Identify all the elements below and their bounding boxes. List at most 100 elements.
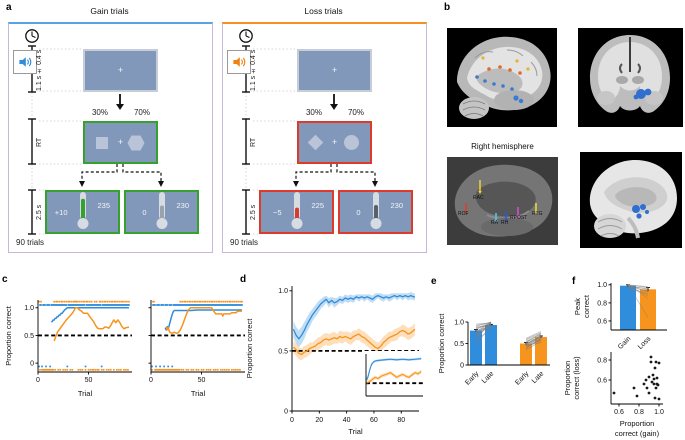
timeline — [28, 45, 36, 235]
svg-text:0: 0 — [36, 377, 40, 384]
stimulus-duration-label: 1.1 s ± 0.4 s — [250, 49, 257, 91]
svg-text:20: 20 — [315, 417, 323, 424]
right-hemisphere-caption: Right hemisphere — [471, 142, 534, 151]
svg-text:50: 50 — [85, 377, 93, 384]
fixation-cross: + — [117, 64, 124, 75]
audio-cue-box — [13, 50, 37, 74]
svg-text:Early: Early — [514, 370, 531, 387]
outcome-duration-label: 2.5 s — [250, 204, 257, 220]
svg-text:1.0: 1.0 — [24, 305, 34, 312]
svg-text:correct: correct — [582, 294, 591, 318]
thermometer-icon — [72, 190, 94, 235]
points-total: 235 — [97, 200, 111, 210]
blue-electrode-dots — [475, 75, 524, 104]
choice-screen: + — [297, 121, 372, 164]
svg-text:Trial: Trial — [348, 427, 363, 436]
panel-label-e: e — [431, 276, 437, 287]
mri-sagittal-electrodes-image — [447, 28, 557, 127]
svg-text:0.8: 0.8 — [634, 409, 644, 416]
yellow-electrode-dots — [481, 56, 530, 71]
choice-fixation-cross: + — [117, 136, 124, 147]
circle-stimulus — [344, 135, 359, 150]
points-change: 0 — [142, 207, 147, 217]
gain-trial-schematic: 1.1 s ± 0.4 s RT 2.5 s + 30% 70% + +10 2… — [8, 22, 213, 253]
svg-text:0.6: 0.6 — [597, 318, 607, 325]
orange-electrode-dots — [487, 65, 522, 75]
svg-text:correct (loss): correct (loss) — [572, 356, 581, 400]
points-total: 230 — [176, 200, 190, 210]
svg-text:Proportion correct: Proportion correct — [245, 318, 254, 379]
win-outcome-screen: +10 235 — [45, 190, 120, 234]
fixation-cross: + — [331, 64, 338, 75]
panel-label-d: d — [240, 274, 247, 285]
amygdala-cluster-blob — [633, 88, 652, 100]
points-change: +10 — [54, 207, 68, 217]
trial-count: 90 trials — [230, 238, 259, 247]
no-loss-outcome-screen: 0 230 — [338, 190, 413, 234]
midline-blue-blobs — [632, 204, 649, 219]
thermometer-icon — [151, 190, 173, 235]
speaker-icon — [19, 57, 32, 67]
trial-count: 90 trials — [16, 238, 45, 247]
svg-text:Proportion: Proportion — [563, 361, 572, 396]
loss-trial-schematic: 1.1 s ± 0.4 s RT 2.5 s + 30% 70% + −5 22… — [222, 22, 427, 253]
svg-text:0: 0 — [284, 408, 288, 415]
svg-text:Trial: Trial — [191, 389, 206, 398]
svg-text:80: 80 — [397, 417, 405, 424]
svg-text:Late: Late — [481, 370, 496, 385]
svg-text:RH: RH — [501, 220, 509, 226]
loss-trials-title: Loss trials — [304, 6, 343, 16]
svg-text:0: 0 — [460, 362, 464, 369]
outcome-branch-dashes — [295, 164, 376, 182]
outcome-branch-dashes — [81, 164, 162, 182]
panel-label-a: a — [6, 2, 12, 13]
probability-left: 30% — [305, 108, 322, 117]
clock-icon — [239, 29, 253, 43]
svg-text:0: 0 — [149, 377, 153, 384]
choice-fixation-cross: + — [331, 136, 338, 147]
svg-text:Proportion correct: Proportion correct — [4, 305, 13, 366]
outcome-duration-label: 2.5 s — [36, 204, 43, 220]
choice-screen: + — [83, 121, 158, 164]
probability-left: 30% — [91, 108, 108, 117]
svg-text:Gain: Gain — [617, 335, 632, 350]
svg-text:0.5: 0.5 — [24, 333, 34, 340]
svg-text:RAC: RAC — [473, 195, 484, 201]
square-stimulus — [96, 136, 108, 149]
svg-text:0.8: 0.8 — [597, 300, 607, 307]
svg-text:0: 0 — [290, 417, 294, 424]
svg-text:RTG: RTG — [532, 211, 543, 217]
audio-cue-box — [227, 50, 251, 74]
thermometer-icon — [365, 190, 387, 235]
svg-text:Trial: Trial — [78, 389, 93, 398]
svg-text:correct (gain): correct (gain) — [615, 429, 660, 438]
svg-text:60: 60 — [370, 417, 378, 424]
rt-label: RT — [250, 137, 257, 147]
svg-text:0: 0 — [30, 361, 34, 368]
panel-label-b: b — [444, 2, 451, 13]
svg-text:0.6: 0.6 — [597, 377, 607, 384]
chart-learning-curves-inset — [362, 351, 426, 401]
panel-label-f: f — [572, 276, 576, 287]
speaker-icon — [233, 57, 246, 67]
timeline — [242, 45, 250, 235]
svg-text:1.0: 1.0 — [654, 409, 664, 416]
svg-text:50: 50 — [198, 377, 206, 384]
svg-text:0.5: 0.5 — [278, 348, 288, 355]
fixation-to-choice-arrow — [330, 94, 338, 110]
svg-text:1.0: 1.0 — [278, 288, 288, 295]
points-total: 225 — [311, 200, 325, 210]
loss-outcome-screen: −5 225 — [259, 190, 334, 234]
svg-text:1.0: 1.0 — [454, 319, 464, 326]
svg-text:1.0: 1.0 — [597, 282, 607, 289]
probability-right: 70% — [133, 108, 150, 117]
svg-text:ROF: ROF — [458, 211, 469, 217]
mri-sagittal-midline-image — [580, 152, 682, 248]
svg-text:Early: Early — [464, 370, 481, 387]
